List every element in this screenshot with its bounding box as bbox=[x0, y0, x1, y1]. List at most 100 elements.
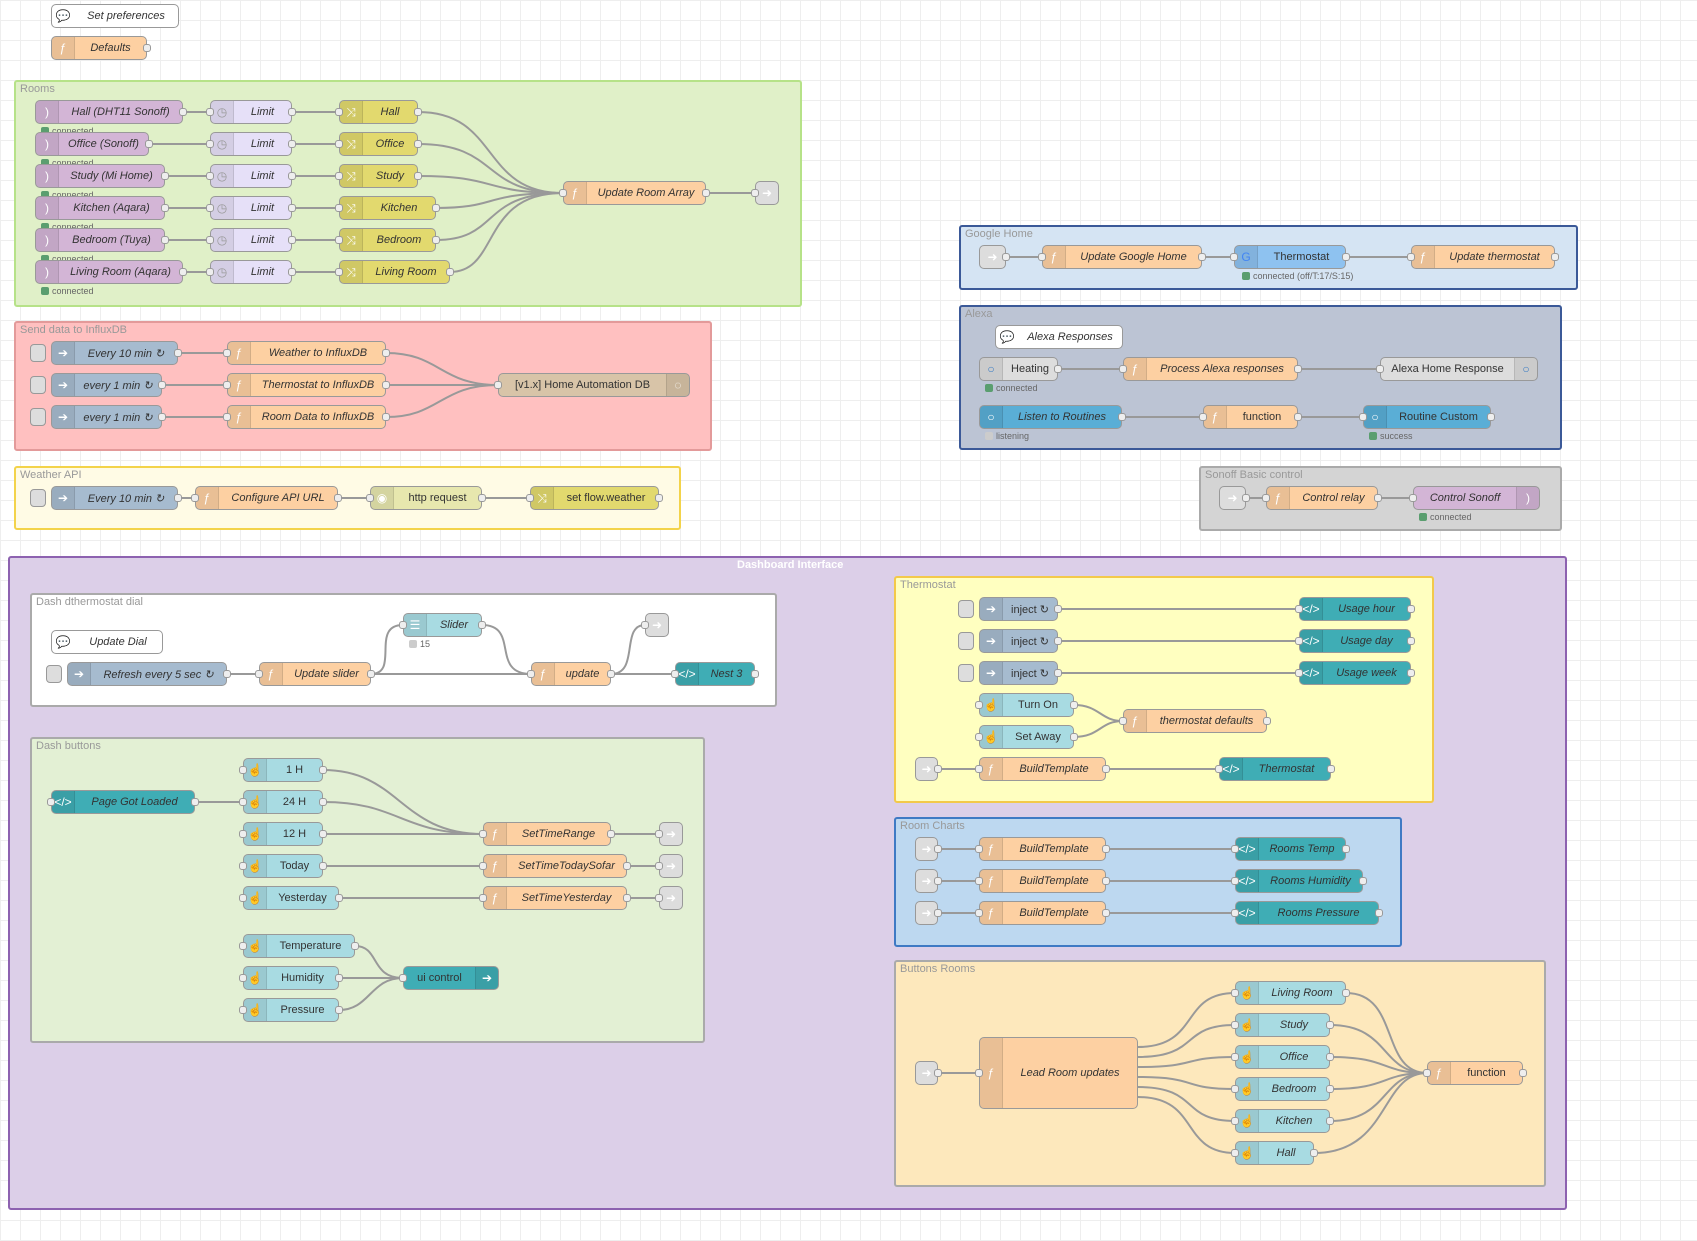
sensor-office[interactable]: )Office (Sonoff) bbox=[35, 132, 153, 156]
comment-alexa-responses[interactable]: 💬Alexa Responses bbox=[995, 325, 1123, 349]
ui-button-hall[interactable]: ☝Hall bbox=[1231, 1141, 1318, 1165]
link-in-sonoff[interactable]: ➜ bbox=[1219, 486, 1250, 510]
limit-living-room[interactable]: ◷Limit bbox=[206, 260, 296, 284]
ui-button-living-room[interactable]: ☝Living Room bbox=[1231, 981, 1350, 1005]
ui-button-bedroom[interactable]: ☝Bedroom bbox=[1231, 1077, 1334, 1101]
ui-button-today[interactable]: ☝Today bbox=[239, 854, 327, 878]
limit-office[interactable]: ◷Limit bbox=[206, 132, 296, 156]
change-set-flow-weather[interactable]: ⤨set flow.weather bbox=[526, 486, 663, 510]
ui-template-rooms-humidity[interactable]: </>Rooms Humidity bbox=[1231, 869, 1367, 893]
group-dial[interactable]: Dash dthermostat dial bbox=[30, 593, 777, 707]
ui-button-office[interactable]: ☝Office bbox=[1231, 1045, 1334, 1069]
ui-button-12h[interactable]: ☝12 H bbox=[239, 822, 327, 846]
ui-template-usage-hour[interactable]: </>Usage hour bbox=[1295, 597, 1415, 621]
inject-every-1-min[interactable]: ➔every 1 min ↻ bbox=[30, 373, 166, 397]
sensor-bedroom[interactable]: )Bedroom (Tuya) bbox=[35, 228, 169, 252]
change-kitchen[interactable]: ⤨Kitchen bbox=[335, 196, 440, 220]
ui-button-pressure[interactable]: ☝Pressure bbox=[239, 998, 343, 1022]
ui-template-usage-day[interactable]: </>Usage day bbox=[1295, 629, 1415, 653]
ui-button-kitchen[interactable]: ☝Kitchen bbox=[1231, 1109, 1334, 1133]
limit-study[interactable]: ◷Limit bbox=[206, 164, 296, 188]
ui-button-humidity[interactable]: ☝Humidity bbox=[239, 966, 343, 990]
inject-every-1-min-2[interactable]: ➔every 1 min ↻ bbox=[30, 405, 166, 429]
inject-weather-10-min[interactable]: ➔Every 10 min ↻ bbox=[30, 486, 182, 510]
ui-template-thermostat[interactable]: </>Thermostat bbox=[1215, 757, 1335, 781]
ui-template-page-loaded[interactable]: </>Page Got Loaded bbox=[47, 790, 199, 814]
ui-button-24h[interactable]: ☝24 H bbox=[239, 790, 327, 814]
ui-template-rooms-temp[interactable]: </>Rooms Temp bbox=[1231, 837, 1350, 861]
influxdb-out[interactable]: [v1.x] Home Automation DB◌ bbox=[494, 373, 690, 397]
link-out-yesterday[interactable]: ➜ bbox=[655, 886, 683, 910]
http-request[interactable]: ◉http request bbox=[366, 486, 486, 510]
link-in-charts-2[interactable]: ➜ bbox=[915, 869, 942, 893]
ui-button-1h[interactable]: ☝1 H bbox=[239, 758, 327, 782]
limit-hall[interactable]: ◷Limit bbox=[206, 100, 296, 124]
link-out-today[interactable]: ➜ bbox=[655, 854, 683, 878]
ui-button-study[interactable]: ☝Study bbox=[1231, 1013, 1334, 1037]
ui-button-yesterday[interactable]: ☝Yesterday bbox=[239, 886, 343, 910]
alexa-listen-routines[interactable]: ○Listen to Routines bbox=[979, 405, 1126, 429]
ui-template-nest3[interactable]: </>Nest 3 bbox=[671, 662, 759, 686]
link-in-buttons-rooms[interactable]: ➜ bbox=[915, 1061, 942, 1085]
sensor-kitchen[interactable]: )Kitchen (Aqara) bbox=[35, 196, 169, 220]
comment-set-preferences[interactable]: 💬Set preferences bbox=[51, 4, 179, 28]
link-out-range[interactable]: ➜ bbox=[655, 822, 683, 846]
ui-control[interactable]: ui control➔ bbox=[399, 966, 499, 990]
ui-slider[interactable]: ☰Slider bbox=[399, 613, 486, 637]
sonoff-control[interactable]: Control Sonoff) bbox=[1409, 486, 1540, 510]
inject-every-10-min[interactable]: ➔Every 10 min ↻ bbox=[30, 341, 182, 365]
ui-button-temperature[interactable]: ☝Temperature bbox=[239, 934, 359, 958]
sensor-study[interactable]: )Study (Mi Home) bbox=[35, 164, 169, 188]
ui-template-usage-week[interactable]: </>Usage week bbox=[1295, 661, 1415, 685]
change-study[interactable]: ⤨Study bbox=[335, 164, 422, 188]
inject-refresh-5-sec[interactable]: ➔Refresh every 5 sec ↻ bbox=[46, 662, 231, 686]
ui-template-rooms-pressure[interactable]: </>Rooms Pressure bbox=[1231, 901, 1383, 925]
alexa-routine-custom[interactable]: ○Routine Custom bbox=[1359, 405, 1495, 429]
inject-thermostat-1[interactable]: ➔inject ↻ bbox=[958, 597, 1062, 621]
ui-button-set-away[interactable]: ☝Set Away bbox=[975, 725, 1078, 749]
link-in-charts-1[interactable]: ➜ bbox=[915, 837, 942, 861]
comment-update-dial[interactable]: 💬Update Dial bbox=[51, 630, 163, 654]
change-office[interactable]: ⤨Office bbox=[335, 132, 422, 156]
change-living-room[interactable]: ⤨Living Room bbox=[335, 260, 454, 284]
ui-button-turn-on[interactable]: ☝Turn On bbox=[975, 693, 1078, 717]
sensor-hall[interactable]: )Hall (DHT11 Sonoff) bbox=[35, 100, 187, 124]
link-in-charts-3[interactable]: ➜ bbox=[915, 901, 942, 925]
link-in-thermostat[interactable]: ➜ bbox=[915, 757, 942, 781]
link-in-google[interactable]: ➜ bbox=[979, 245, 1010, 269]
inject-thermostat-3[interactable]: ➔inject ↻ bbox=[958, 661, 1062, 685]
sensor-living-room[interactable]: )Living Room (Aqara) bbox=[35, 260, 187, 284]
link-out-dial[interactable]: ➜ bbox=[641, 613, 669, 637]
inject-thermostat-2[interactable]: ➔inject ↻ bbox=[958, 629, 1062, 653]
alexa-home-response[interactable]: Alexa Home Response○ bbox=[1376, 357, 1538, 381]
change-bedroom[interactable]: ⤨Bedroom bbox=[335, 228, 440, 252]
link-out-rooms[interactable]: ➜ bbox=[751, 181, 779, 205]
limit-kitchen[interactable]: ◷Limit bbox=[206, 196, 296, 220]
limit-bedroom[interactable]: ◷Limit bbox=[206, 228, 296, 252]
change-hall[interactable]: ⤨Hall bbox=[335, 100, 422, 124]
